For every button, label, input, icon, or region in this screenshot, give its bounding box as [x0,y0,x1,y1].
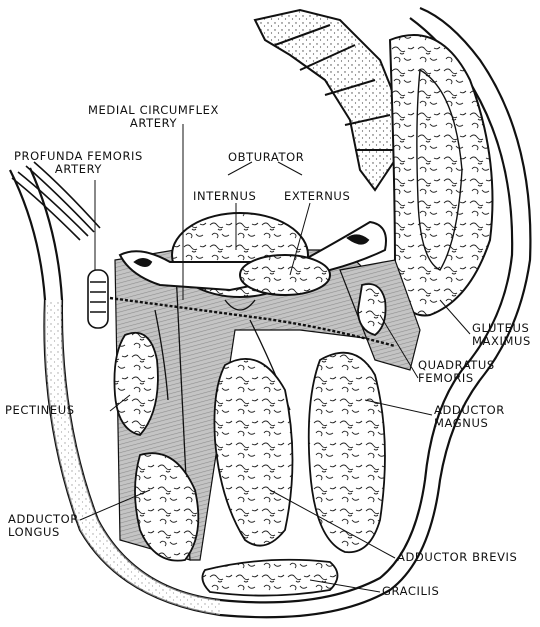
profunda-vessel [88,270,108,328]
gracilis-muscle [202,560,337,596]
label-medial-circumflex-artery: MEDIAL CIRCUMFLEX ARTERY [88,104,219,130]
label-gracilis: GRACILIS [382,585,439,598]
label-adductor-longus: ADDUCTOR LONGUS [8,513,79,539]
label-profunda-femoris-artery: PROFUNDA FEMORIS ARTERY [14,150,143,176]
label-obturator: OBTURATOR [228,151,304,164]
label-internus: INTERNUS [193,190,256,203]
adductor-magnus-muscle [309,353,385,553]
label-gluteus-maximus: GLUTEUS MAXIMUS [472,322,531,348]
label-pectineus: PECTINEUS [5,404,75,417]
label-externus: EXTERNUS [284,190,350,203]
label-adductor-brevis: ADDUCTOR BREVIS [397,551,517,564]
adductor-brevis-muscle [214,359,292,546]
label-quadratus-femoris: QUADRATUS FEMORIS [418,359,495,385]
label-adductor-magnus: ADDUCTOR MAGNUS [434,404,505,430]
quadratus-femoris-muscle [358,284,386,335]
